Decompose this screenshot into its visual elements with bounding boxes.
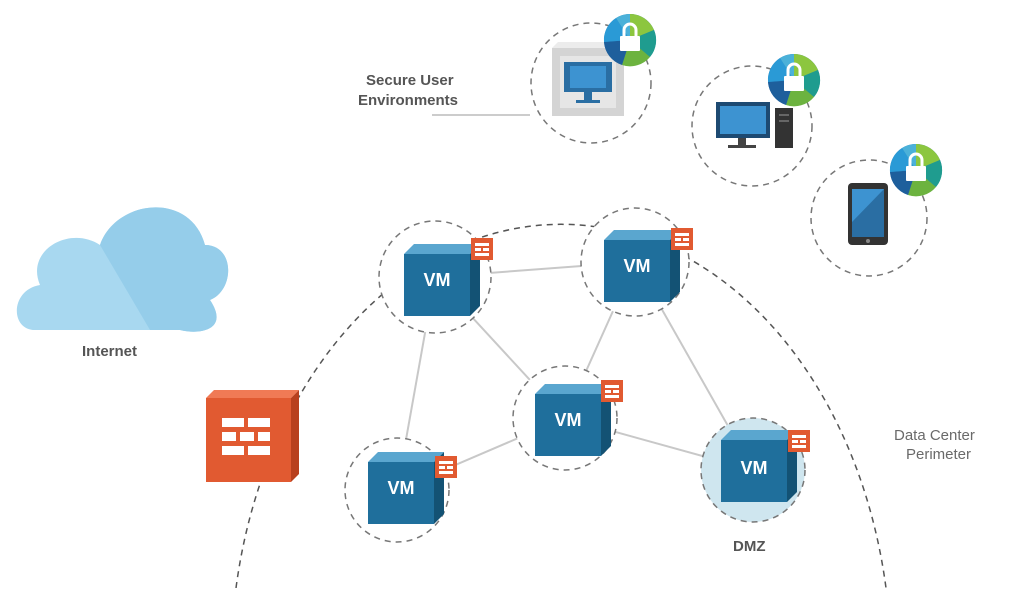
lock-icon — [602, 12, 658, 68]
data-center-perimeter — [235, 223, 887, 589]
vm-node-2: VM — [580, 207, 693, 317]
dc-perimeter-label-line1: Data Center — [894, 427, 975, 444]
firewall-icon — [206, 390, 299, 482]
vm-label: VM — [741, 458, 768, 478]
dmz-label: DMZ — [733, 538, 766, 555]
thin-client-node — [530, 12, 658, 144]
vm-node-3: VM — [512, 365, 623, 471]
tablet-node — [810, 142, 944, 277]
vm-label: VM — [388, 478, 415, 498]
tablet-icon — [848, 183, 888, 245]
lock-icon — [888, 142, 944, 198]
vm-node-dmz: VM — [700, 417, 810, 523]
desktop-node — [691, 52, 822, 187]
vm-node-4: VM — [344, 437, 457, 543]
vm-node-1: VM — [378, 220, 493, 334]
desktop-icon — [716, 102, 793, 148]
vm-label: VM — [624, 256, 651, 276]
cloud-icon — [16, 207, 229, 332]
internet-label: Internet — [82, 343, 138, 360]
vm-label: VM — [555, 410, 582, 430]
dc-perimeter-label-line2: Perimeter — [906, 446, 972, 463]
monitor-icon — [552, 42, 630, 116]
vm-label: VM — [424, 270, 451, 290]
lock-icon — [766, 52, 822, 108]
secure-label-line1: Secure User — [366, 72, 454, 89]
secure-label-line2: Environments — [358, 92, 459, 109]
